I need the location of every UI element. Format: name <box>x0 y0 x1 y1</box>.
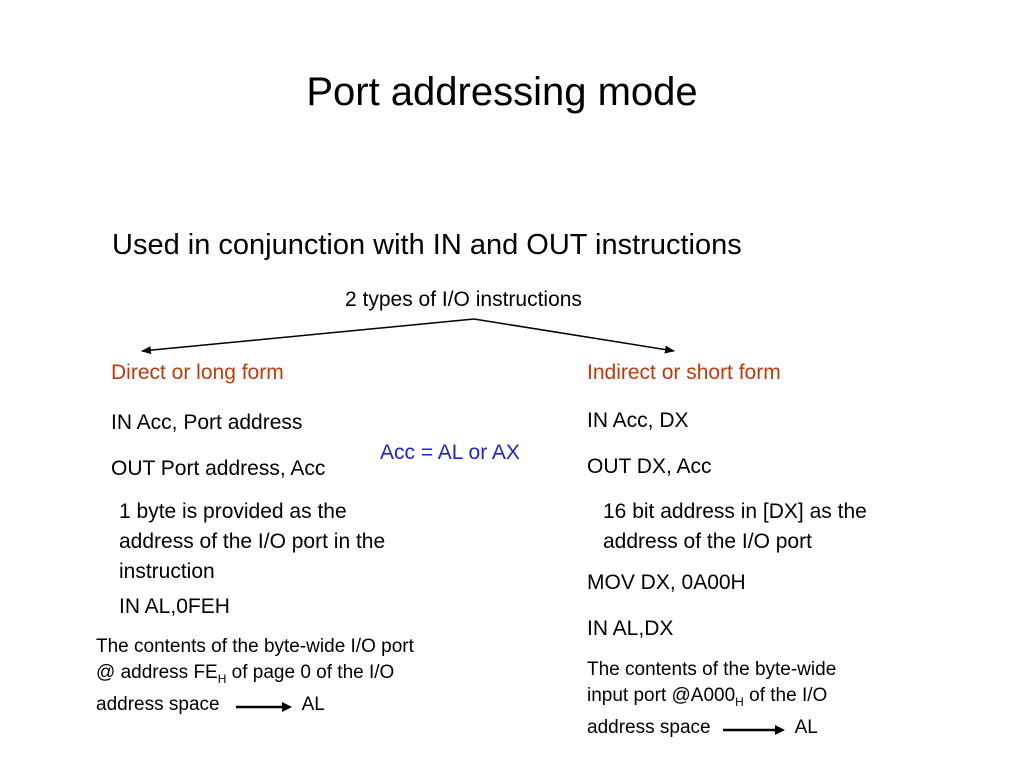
indirect-note-line2: input port @A000H of the I/O <box>587 685 828 709</box>
indirect-note: The contents of the byte-wide input port… <box>587 657 987 741</box>
slide-subtitle: Used in conjunction with IN and OUT inst… <box>112 229 742 261</box>
right-arrow-icon <box>722 724 785 735</box>
slide-title: Port addressing mode <box>306 70 698 114</box>
right-branch-arrow <box>473 318 675 354</box>
acc-note: Acc = AL or AX <box>380 441 520 464</box>
direct-description: 1 byte is provided as the address of the… <box>119 500 386 583</box>
direct-note-line2: @ address FEH of page 0 of the I/O <box>96 662 395 686</box>
indirect-in-instruction: IN Acc, DX <box>587 409 689 432</box>
direct-out-instruction: OUT Port address, Acc <box>111 457 326 480</box>
direct-example: IN AL,0FEH <box>119 595 230 618</box>
left-branch-arrow <box>141 318 475 355</box>
direct-note-line1: The contents of the byte-wide I/O port <box>96 636 414 657</box>
indirect-out-instruction: OUT DX, Acc <box>587 455 712 478</box>
indirect-description: 16 bit address in [DX] as the address of… <box>603 500 867 553</box>
types-label: 2 types of I/O instructions <box>345 288 582 311</box>
indirect-note-line1: The contents of the byte-wide <box>587 659 837 680</box>
indirect-example-mov: MOV DX, 0A00H <box>587 571 746 594</box>
direct-in-instruction: IN Acc, Port address <box>111 411 303 434</box>
indirect-heading: Indirect or short form <box>587 361 781 384</box>
right-arrow-icon <box>235 701 292 712</box>
direct-note: The contents of the byte-wide I/O port @… <box>96 634 516 718</box>
direct-heading: Direct or long form <box>111 361 284 384</box>
indirect-example-in: IN AL,DX <box>587 617 674 640</box>
